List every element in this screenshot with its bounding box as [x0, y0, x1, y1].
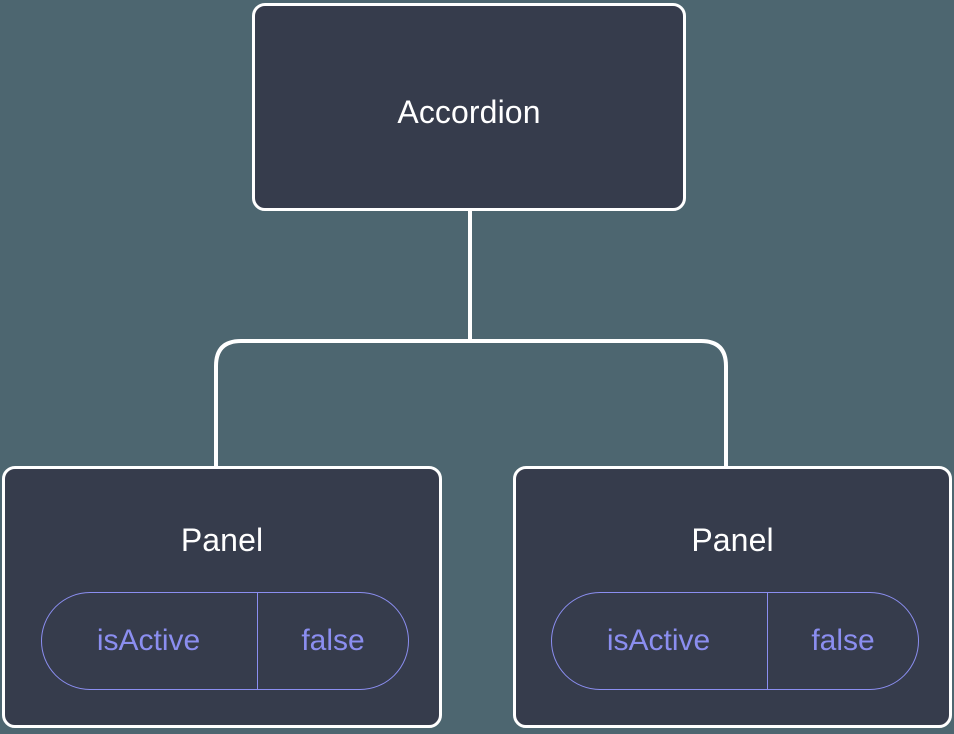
edge-to-right-child	[470, 339, 728, 470]
node-panel-2[interactable]: Panel isActive false	[513, 466, 952, 728]
prop-pill-isactive-1[interactable]: isActive false	[41, 592, 409, 690]
node-accordion[interactable]: Accordion	[252, 3, 686, 211]
node-accordion-label: Accordion	[397, 94, 541, 130]
prop-value-label: false	[811, 624, 875, 657]
node-panel-1-label: Panel	[180, 522, 264, 558]
prop-value-label: false	[301, 624, 365, 657]
node-panel-2-label: Panel	[691, 522, 774, 558]
prop-key-label: isActive	[42, 593, 258, 689]
prop-pill-isactive-2[interactable]: isActive false	[551, 592, 919, 690]
prop-key-label: isActive	[552, 593, 768, 689]
edge-to-left-child	[214, 339, 470, 470]
node-panel-1[interactable]: Panel isActive false	[2, 466, 442, 728]
